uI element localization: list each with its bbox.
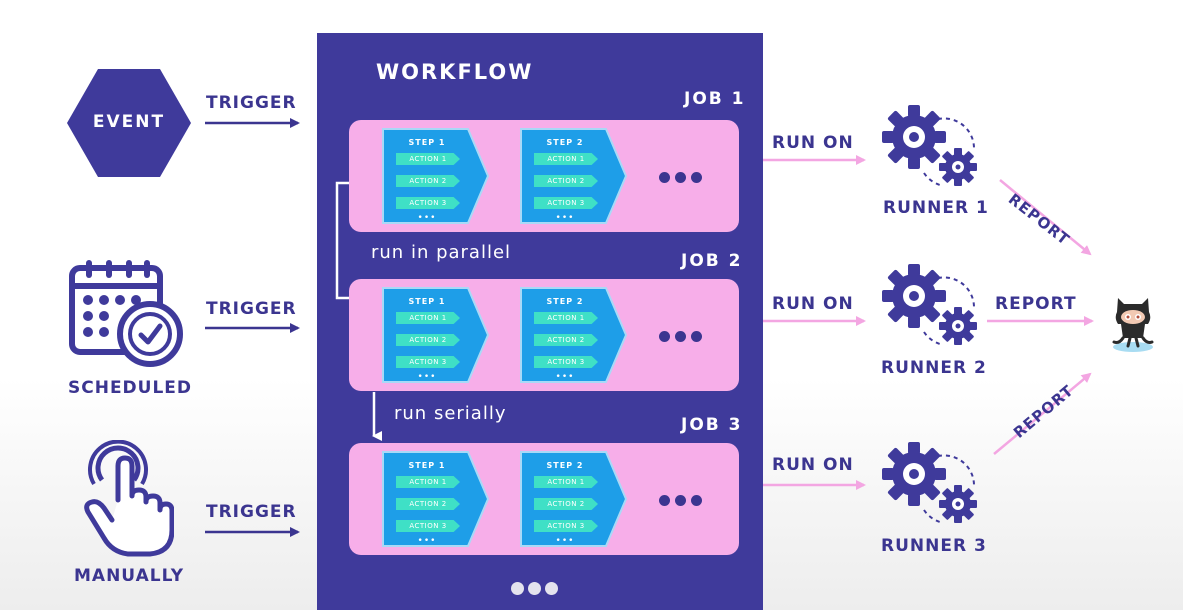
action-item: ACTION 3 bbox=[534, 520, 598, 532]
step-title: STEP 2 bbox=[546, 461, 584, 470]
manually-label: MANUALLY bbox=[74, 566, 185, 586]
step-more-dots: ••• bbox=[417, 372, 437, 382]
more-steps-dots bbox=[659, 168, 707, 187]
job-2-title: JOB 2 bbox=[681, 251, 743, 271]
action-item: ACTION 3 bbox=[396, 197, 460, 209]
run-on-label-3: RUN ON bbox=[772, 455, 854, 475]
step-title: STEP 1 bbox=[408, 138, 446, 147]
step-1: STEP 1 ACTION 1 ACTION 2 ACTION 3 ••• bbox=[382, 128, 490, 228]
action-item: ACTION 3 bbox=[534, 356, 598, 368]
run-serially-label: run serially bbox=[394, 403, 507, 424]
workflow-title: WORKFLOW bbox=[376, 60, 534, 84]
report-label-2: REPORT bbox=[995, 294, 1077, 314]
gear-icon bbox=[881, 263, 978, 346]
report-arrow-1 bbox=[999, 179, 1092, 256]
step-2: STEP 2 ACTION 1 ACTION 2 ACTION 3 ••• bbox=[520, 287, 628, 387]
run-on-label-2: RUN ON bbox=[772, 294, 854, 314]
event-label: EVENT bbox=[92, 112, 166, 132]
action-item: ACTION 2 bbox=[396, 175, 460, 187]
step-2: STEP 2 ACTION 1 ACTION 2 ACTION 3 ••• bbox=[520, 128, 628, 228]
step-1: STEP 1 ACTION 1 ACTION 2 ACTION 3 ••• bbox=[382, 287, 490, 387]
action-item: ACTION 2 bbox=[396, 498, 460, 510]
step-title: STEP 1 bbox=[408, 461, 446, 470]
runner-1-label: RUNNER 1 bbox=[883, 198, 989, 218]
report-arrow-3 bbox=[993, 372, 1092, 455]
step-more-dots: ••• bbox=[417, 536, 437, 546]
step-more-dots: ••• bbox=[555, 372, 575, 382]
step-1: STEP 1 ACTION 1 ACTION 2 ACTION 3 ••• bbox=[382, 451, 490, 551]
action-item: ACTION 1 bbox=[396, 476, 460, 488]
job-3-box: STEP 1 ACTION 1 ACTION 2 ACTION 3 ••• ST… bbox=[349, 443, 739, 555]
runner-2-label: RUNNER 2 bbox=[881, 358, 987, 378]
trigger-label-event: TRIGGER bbox=[206, 93, 297, 113]
action-item: ACTION 1 bbox=[396, 312, 460, 324]
action-item: ACTION 3 bbox=[396, 356, 460, 368]
step-more-dots: ••• bbox=[417, 213, 437, 223]
action-item: ACTION 2 bbox=[396, 334, 460, 346]
flow-connector-layer bbox=[335, 181, 382, 441]
action-item: ACTION 3 bbox=[534, 197, 598, 209]
pagination-dots bbox=[511, 580, 562, 599]
octocat-icon bbox=[1112, 298, 1154, 352]
event-hexagon bbox=[67, 69, 191, 177]
step-title: STEP 2 bbox=[546, 138, 584, 147]
action-item: ACTION 1 bbox=[534, 312, 598, 324]
gear-icon bbox=[881, 104, 978, 187]
job-1-title: JOB 1 bbox=[684, 89, 746, 109]
job-1-box: STEP 1 ACTION 1 ACTION 2 ACTION 3 ••• ST… bbox=[349, 120, 739, 232]
runner-3-label: RUNNER 3 bbox=[881, 536, 987, 556]
job-3-title: JOB 3 bbox=[681, 415, 743, 435]
step-more-dots: ••• bbox=[555, 213, 575, 223]
action-item: ACTION 2 bbox=[534, 334, 598, 346]
run-on-label-1: RUN ON bbox=[772, 133, 854, 153]
action-item: ACTION 2 bbox=[534, 175, 598, 187]
job-2-box: STEP 1 ACTION 1 ACTION 2 ACTION 3 ••• ST… bbox=[349, 279, 739, 391]
gear-icon bbox=[881, 441, 978, 524]
step-title: STEP 2 bbox=[546, 297, 584, 306]
run-in-parallel-label: run in parallel bbox=[371, 242, 512, 263]
action-item: ACTION 1 bbox=[396, 153, 460, 165]
action-item: ACTION 1 bbox=[534, 476, 598, 488]
step-2: STEP 2 ACTION 1 ACTION 2 ACTION 3 ••• bbox=[520, 451, 628, 551]
step-title: STEP 1 bbox=[408, 297, 446, 306]
trigger-label-scheduled: TRIGGER bbox=[206, 299, 297, 319]
scheduled-label: SCHEDULED bbox=[68, 378, 193, 398]
step-more-dots: ••• bbox=[555, 536, 575, 546]
calendar-clock-icon bbox=[69, 260, 183, 367]
action-item: ACTION 2 bbox=[534, 498, 598, 510]
more-steps-dots bbox=[659, 491, 707, 510]
action-item: ACTION 1 bbox=[534, 153, 598, 165]
more-steps-dots bbox=[659, 327, 707, 346]
action-item: ACTION 3 bbox=[396, 520, 460, 532]
hand-tap-icon bbox=[84, 440, 174, 557]
trigger-label-manually: TRIGGER bbox=[206, 502, 297, 522]
